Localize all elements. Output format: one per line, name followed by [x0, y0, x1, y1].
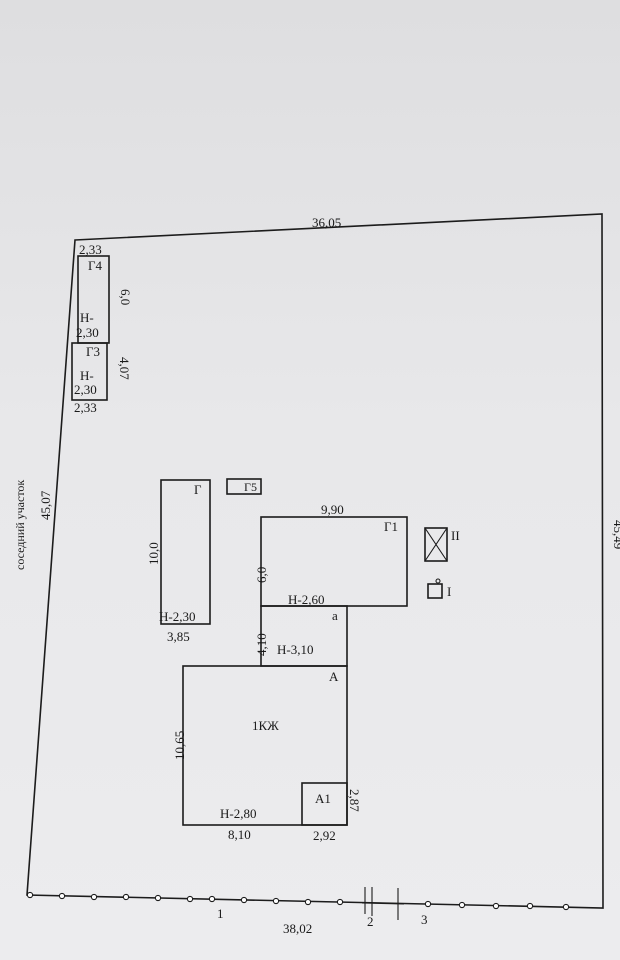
- house-section-name: А: [329, 669, 339, 684]
- fence-post: [26, 891, 34, 899]
- garage-g4-width: 2,33: [79, 242, 102, 257]
- fence-mark-3: 3: [421, 912, 428, 927]
- fence-post: [240, 896, 248, 904]
- building-g1-name: Г1: [384, 519, 398, 534]
- garage-g3-width: 2,33: [74, 400, 97, 415]
- building-g1-depth: 6,0: [254, 567, 269, 583]
- house-depth: 10,65: [172, 731, 187, 760]
- veranda-a-depth: 4,10: [254, 633, 269, 656]
- fence-post: [562, 903, 570, 911]
- fence-post: [122, 893, 130, 901]
- garage-g4-name: Г4: [88, 258, 103, 273]
- annex-a1-depth: 2,87: [347, 789, 362, 812]
- fence-post: [458, 901, 466, 909]
- plot-left-length: 45,07: [38, 490, 53, 520]
- fence-post: [208, 895, 216, 903]
- shed-g5-name: Г5: [244, 480, 257, 494]
- fence-post: [336, 898, 344, 906]
- plot-top-length: 36,05: [312, 215, 341, 230]
- veranda-a-name: а: [332, 608, 338, 623]
- garage-g3-name: Г3: [86, 344, 100, 359]
- gate-marks: [361, 887, 405, 920]
- garage-g4-height: Н-2,30: [76, 310, 99, 340]
- object-i: [427, 583, 443, 599]
- fence-post: [526, 902, 534, 910]
- garage-g3-length: 4,07: [117, 357, 132, 380]
- garage-g3: [71, 342, 108, 401]
- plot-right-length: 45,49: [611, 520, 620, 549]
- fence-post: [154, 894, 162, 902]
- house-main: [182, 665, 348, 826]
- house-width: 8,10: [228, 827, 251, 842]
- garage-g3-height: Н-2,30: [74, 368, 97, 397]
- fence-post: [492, 902, 500, 910]
- fence-posts: [26, 891, 570, 911]
- annex-a1-width: 2,92: [313, 828, 336, 843]
- annex-a1-name: А1: [315, 791, 331, 806]
- shed-g5: [226, 478, 262, 495]
- shed-g-name: Г: [194, 482, 202, 497]
- plot-left-caption: соседний участок: [13, 480, 27, 570]
- building-g1-width: 9,90: [321, 502, 344, 517]
- object-i-marker: [435, 578, 441, 584]
- object-ii-label: II: [451, 528, 460, 543]
- fence-post: [304, 898, 312, 906]
- object-i-label: I: [447, 584, 451, 599]
- plot-bottom-length: 38,02: [283, 921, 312, 936]
- fence-post: [90, 893, 98, 901]
- fence-post: [186, 895, 194, 903]
- fence-mark-2: 2: [367, 914, 374, 929]
- annex-a1: [301, 782, 348, 826]
- garage-g4-length: 6,0: [118, 289, 133, 305]
- fence-post: [272, 897, 280, 905]
- shed-g-length: 10,0: [146, 542, 161, 565]
- fence-mark-1: 1: [217, 906, 224, 921]
- veranda-a-height: Н-3,10: [277, 642, 313, 657]
- house-name: 1КЖ: [252, 718, 279, 733]
- fence-post: [424, 900, 432, 908]
- house-height: Н-2,80: [220, 806, 256, 821]
- object-ii: [424, 527, 448, 562]
- plot-boundary: [26, 213, 604, 909]
- shed-g-width: 3,85: [167, 629, 190, 644]
- shed-g-height: Н-2,30: [159, 609, 195, 624]
- fence-post: [58, 892, 66, 900]
- shed-g: [160, 479, 211, 625]
- building-g1-height: Н-2,60: [288, 592, 324, 607]
